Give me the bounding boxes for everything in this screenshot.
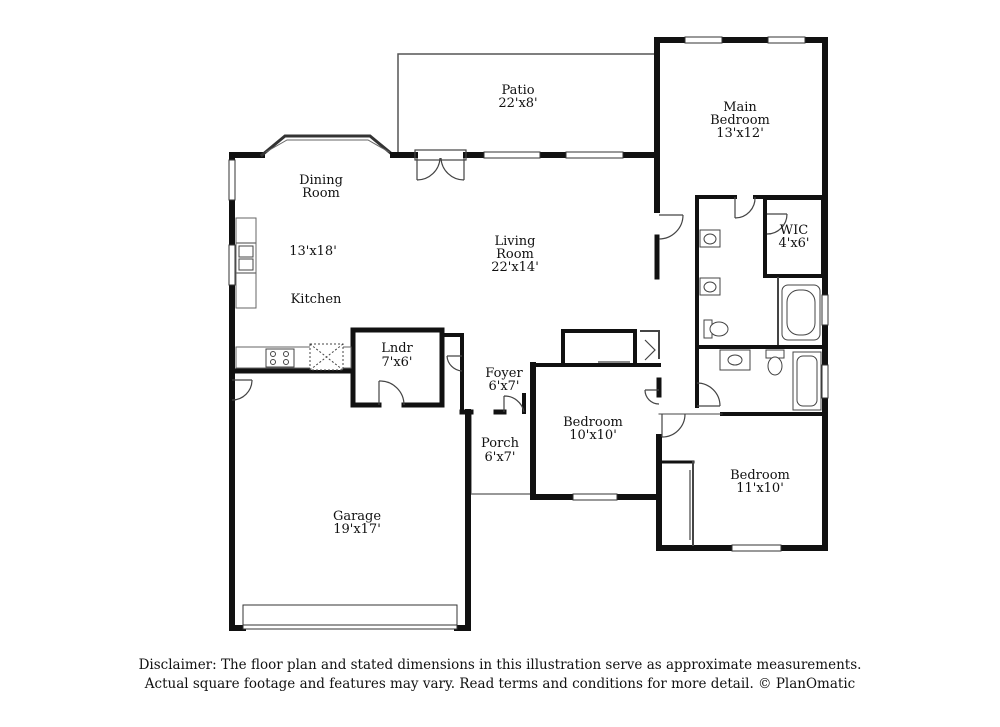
porch-name: Porch [481, 436, 520, 451]
patio-name: Patio [501, 83, 534, 98]
living-dims: 22'x14' [491, 260, 539, 275]
walls [229, 37, 828, 631]
windows [228, 36, 829, 630]
main-bedroom-name-1: Main [723, 100, 757, 115]
doors [231, 149, 788, 540]
bedroom-center-dims: 10'x10' [569, 428, 617, 443]
fixtures [235, 217, 822, 411]
living-name-2: Room [496, 247, 534, 262]
bedroom-center-name: Bedroom [563, 415, 623, 430]
room-labels: Patio 22'x8' Main Bedroom 13'x12' Dining… [289, 83, 809, 537]
disclaimer-line-1: Disclaimer: The floor plan and stated di… [138, 657, 862, 673]
dining-name-1: Dining [299, 173, 343, 188]
kitchen-name: Kitchen [291, 292, 342, 307]
laundry-name: Lndr [381, 341, 413, 356]
main-bedroom-name-2: Bedroom [710, 113, 770, 128]
porch-dims: 6'x7' [484, 450, 515, 465]
floor-plan: Patio 22'x8' Main Bedroom 13'x12' Dining… [228, 36, 829, 631]
patio-dims: 22'x8' [498, 96, 537, 111]
wic-dims: 4'x6' [778, 236, 809, 251]
living-name-1: Living [495, 234, 536, 249]
bedroom-right-dims: 11'x10' [736, 481, 784, 496]
bedroom-right-name: Bedroom [730, 468, 790, 483]
disclaimer-line-2: Actual square footage and features may v… [144, 676, 856, 692]
foyer-dims: 6'x7' [488, 379, 519, 394]
main-bedroom-dims: 13'x12' [716, 126, 764, 141]
laundry-dims: 7'x6' [381, 355, 412, 370]
kitchen-dims: 13'x18' [289, 244, 337, 259]
wic-name: WIC [780, 223, 808, 238]
garage-name: Garage [333, 509, 381, 524]
garage-dims: 19'x17' [333, 522, 381, 537]
dining-name-2: Room [302, 186, 340, 201]
foyer-name: Foyer [485, 366, 523, 381]
